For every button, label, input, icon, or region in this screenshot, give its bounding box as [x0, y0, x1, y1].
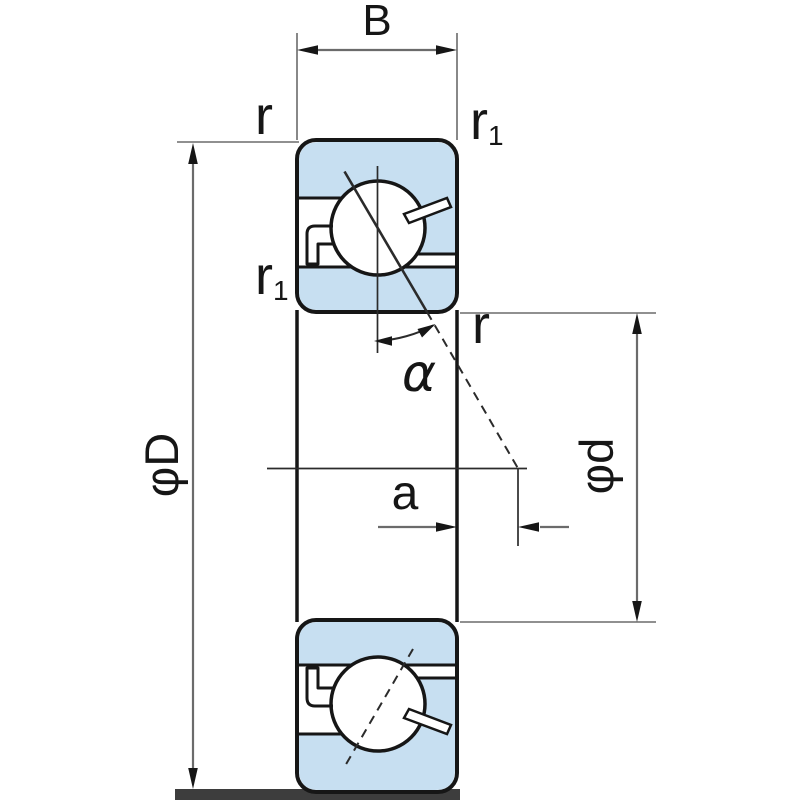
contact-line-lower-dashed	[344, 648, 414, 767]
dimension-outer-diameter: φD	[135, 141, 299, 789]
arrow-up-icon	[188, 143, 198, 164]
label-contact-angle: α	[402, 344, 436, 404]
angle-arc-arrow-left-icon	[374, 336, 392, 346]
label-load-center-distance: a	[392, 467, 419, 520]
arrow-right-icon	[436, 522, 457, 532]
dimension-load-center-a: a	[378, 467, 569, 546]
arrow-left-icon	[297, 45, 318, 55]
label-bore-diameter: φd	[570, 438, 623, 495]
label-fillet-top-left: r	[255, 86, 273, 146]
label-fillet-mid-left: r1	[255, 246, 289, 306]
ground-bar	[175, 789, 460, 800]
fillet-subscript: 1	[488, 120, 504, 151]
label-fillet-top-right: r1	[470, 91, 504, 151]
arrow-down-icon	[632, 601, 642, 622]
arrow-right-icon	[436, 45, 457, 55]
arrow-down-icon	[188, 768, 198, 789]
angle-arc-arrow-right-icon	[417, 324, 436, 338]
dimension-width-B: B	[296, 0, 458, 140]
arrow-up-icon	[632, 313, 642, 334]
fillet-base: r	[470, 91, 488, 151]
fillet-subscript: 1	[273, 275, 289, 306]
label-width: B	[362, 0, 391, 45]
contact-angle-annotation: α	[374, 324, 436, 404]
fillet-base: r	[255, 246, 273, 306]
bottom-bearing-section	[295, 618, 459, 794]
label-fillet-mid-right: r	[472, 295, 490, 355]
dimension-bore-diameter: φd	[460, 312, 656, 623]
arrow-left-icon	[518, 522, 539, 532]
contact-line-solid	[343, 170, 429, 313]
label-outer-diameter: φD	[135, 433, 188, 497]
